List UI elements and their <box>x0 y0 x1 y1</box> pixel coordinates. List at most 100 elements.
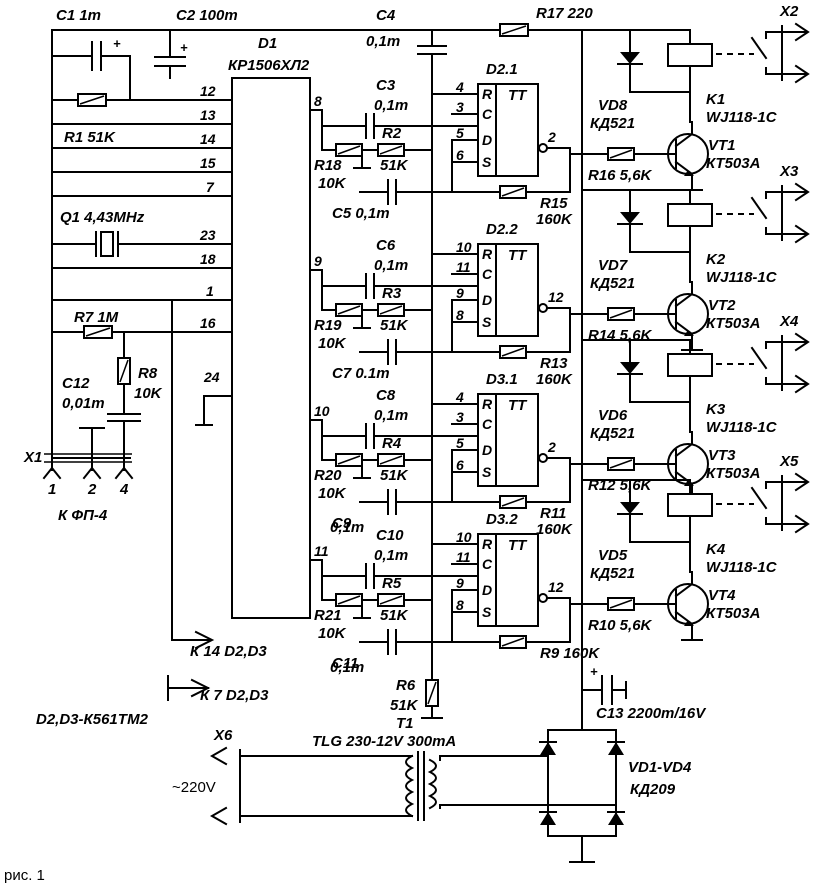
transistor-ref: VT1 <box>708 137 736 154</box>
flipflop-pin-s: 6 <box>456 147 464 163</box>
flipflop-pin-letter: D <box>482 292 492 308</box>
label-x1-pin2: 2 <box>87 481 97 498</box>
rs-value: 10K <box>318 335 347 352</box>
flipflop-pin-d: 5 <box>456 435 464 451</box>
rd-value: 51K <box>380 317 409 334</box>
rd-value: 51K <box>380 157 409 174</box>
diode-part: КД521 <box>590 565 635 582</box>
flipflop-pin-letter: D <box>482 132 492 148</box>
stage-3: D3.1TTRCDS4356210C80,1mR2010KR451KC90,1m… <box>309 313 810 538</box>
label-r6: R6 <box>396 677 416 694</box>
rs-value: 10K <box>318 485 347 502</box>
rs-ref: R19 <box>314 317 342 334</box>
relay-ref: K3 <box>706 401 726 418</box>
flipflop-pin-letter: R <box>482 86 493 102</box>
flipflop-type: TT <box>508 537 528 554</box>
connector-x1 <box>42 453 134 480</box>
diode-part: КД521 <box>590 115 635 132</box>
label-d1-part: КР1506ХЛ2 <box>228 57 310 74</box>
label-x1-pin4: 4 <box>119 481 129 498</box>
stage-4: D3.2TTRCDS1011981211C100,1mR2110KR551KC1… <box>309 453 810 676</box>
svg-text:+: + <box>113 36 121 51</box>
power-section <box>209 675 627 863</box>
rs-ref: R20 <box>314 467 342 484</box>
label-x1-part: К ФП-4 <box>58 507 108 524</box>
flipflop-pin-s: 6 <box>456 457 464 473</box>
d1-output-pin: 11 <box>314 543 329 559</box>
label-note: D2,D3-К561ТМ2 <box>36 711 149 728</box>
flipflop-ref: D2.2 <box>486 221 518 238</box>
label-t1: T1 <box>396 715 414 732</box>
flipflop-pin-letter: S <box>482 154 492 170</box>
label-c4: C4 <box>376 7 396 24</box>
diode-part: КД521 <box>590 425 635 442</box>
cap-fb-ref: C7 0.1m <box>332 365 390 382</box>
capacitor-c1: + <box>51 36 131 101</box>
figure-caption: рис. 1 <box>4 867 45 884</box>
rd-value: 51K <box>380 607 409 624</box>
d1-output-pin: 8 <box>314 93 322 109</box>
d1-pin-1: 1 <box>206 283 214 299</box>
flipflop-ref: D3.2 <box>486 511 518 528</box>
label-vd1-vd4-part: КД209 <box>630 781 676 798</box>
flipflop-pin-letter: S <box>482 464 492 480</box>
label-r1: R1 51K <box>64 129 116 146</box>
flipflop-pin-letter: R <box>482 536 493 552</box>
flipflop-pin-q: 12 <box>548 289 564 305</box>
d1-pin-15: 15 <box>200 155 216 171</box>
flipflop-pin-c: 11 <box>456 549 471 565</box>
flipflop-pin-letter: R <box>482 396 493 412</box>
label-to-pin7: К 7 D2,D3 <box>200 687 269 704</box>
d1-pin-13: 13 <box>200 107 216 123</box>
transistor-ref: VT3 <box>708 447 736 464</box>
label-c13: C13 2200m/16V <box>596 705 707 722</box>
rs-value: 10K <box>318 175 347 192</box>
relay-ref: K2 <box>706 251 726 268</box>
d1-pin-16: 16 <box>200 315 216 331</box>
flipflop-pin-c: 3 <box>456 99 464 115</box>
cap-in-ref: C10 <box>376 527 404 544</box>
connector-ref: X4 <box>779 313 799 330</box>
d1-pin-18: 18 <box>200 251 216 267</box>
rfb-ref: R11 <box>540 505 566 522</box>
rb-ref: R10 5,6K <box>588 617 653 634</box>
flipflop-box <box>477 533 539 627</box>
label-t1-part: TLG 230-12V 300mA <box>312 733 456 750</box>
cap-in-value: 0,1m <box>374 547 408 564</box>
cap-fb-ref: C11 <box>332 655 358 672</box>
flipflop-box <box>477 243 539 337</box>
relay-part: WJ118-1C <box>706 559 778 576</box>
transistor-part: КТ503А <box>706 155 760 172</box>
rfb-value: 160K <box>536 371 573 388</box>
label-c2: C2 100m <box>176 7 238 24</box>
flipflop-pin-letter: C <box>482 416 493 432</box>
relay-part: WJ118-1C <box>706 269 778 286</box>
flipflop-pin-r: 10 <box>456 529 472 545</box>
label-c13-plus: + <box>590 664 598 679</box>
flipflop-pin-r: 10 <box>456 239 472 255</box>
relay-part: WJ118-1C <box>706 419 778 436</box>
d1-pin-24: 24 <box>203 369 220 385</box>
diode-ref: VD7 <box>598 257 628 274</box>
diode-ref: VD5 <box>598 547 628 564</box>
flipflop-pin-q: 2 <box>547 129 556 145</box>
rb-ref: R14 5,6K <box>588 327 653 344</box>
flipflop-pin-letter: S <box>482 314 492 330</box>
label-r8: R8 <box>138 365 158 382</box>
label-d1-ref: D1 <box>258 35 277 52</box>
svg-text:+: + <box>180 40 188 55</box>
cap-in-value: 0,1m <box>374 407 408 424</box>
label-to-pin14: К 14 D2,D3 <box>190 643 267 660</box>
transistor-part: КТ503А <box>706 465 760 482</box>
flipflop-pin-r: 4 <box>455 79 464 95</box>
flipflop-type: TT <box>508 247 528 264</box>
connector-ref: X3 <box>779 163 799 180</box>
labels: C1 1m C2 100m C4 0,1m R17 220 D1 КР1506Х… <box>4 5 707 884</box>
cap-fb-value: 0,1m <box>330 659 364 676</box>
rfb-ref: R9 160K <box>540 645 600 662</box>
flipflop-pin-d: 9 <box>456 285 464 301</box>
flipflop-type: TT <box>508 397 528 414</box>
capacitor-c2: + <box>154 29 188 79</box>
d1-left-connections <box>51 93 233 701</box>
